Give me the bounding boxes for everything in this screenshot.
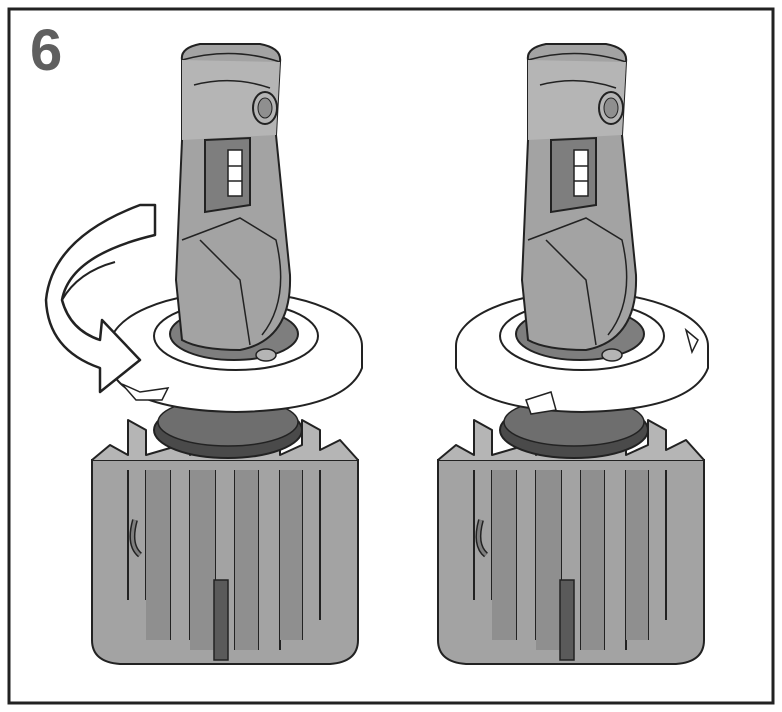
bulb-after-rotation (438, 44, 708, 664)
bulb-before-rotation (92, 44, 362, 664)
rotation-arrow-icon (44, 203, 157, 394)
step-number: 6 (30, 18, 63, 83)
